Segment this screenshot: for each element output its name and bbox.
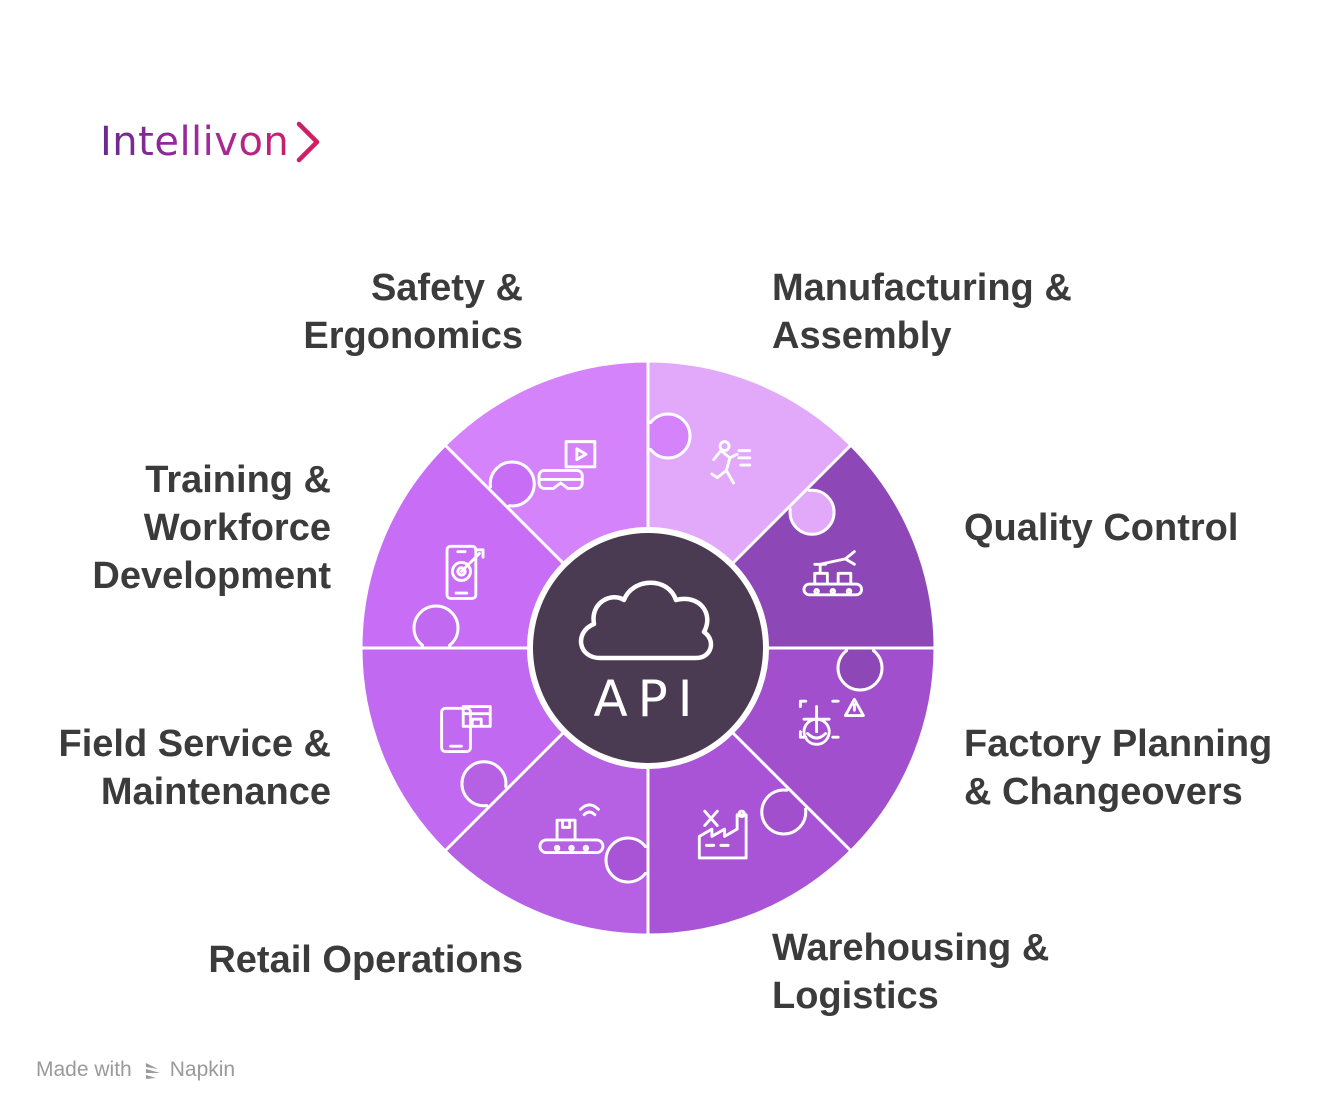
conveyor-package-icon [538,803,605,855]
footer-tool: Napkin [169,1058,236,1081]
center-hub: API [527,527,769,769]
robot-arm-assembly-icon [802,550,863,597]
puzzle-tab-neck [848,638,872,662]
label-factory: Factory Planning & Changeovers [964,723,1273,813]
label-retail: Retail Operations [208,939,523,981]
center-label: API [593,670,702,728]
label-safety: Safety & Ergonomics [303,267,523,357]
brand-logo: Intellivon [100,120,323,164]
label-field: Field Service & Maintenance [58,723,331,813]
napkin-logo-icon [145,1063,160,1079]
factory-icon [697,809,748,860]
footer-attribution: Made with Napkin [36,1058,235,1082]
brand-name: Intellivon [100,119,290,165]
mobile-store-icon [440,705,492,753]
label-manufacturing: Manufacturing & Assembly [772,267,1072,357]
puzzle-tab-neck [638,424,662,448]
label-quality: Quality Control [964,507,1239,549]
cloud-icon [578,580,714,661]
segment-divider [442,730,566,854]
vr-headset-video-icon [537,440,597,490]
segment-divider [730,730,854,854]
puzzle-tab-neck [634,848,658,872]
person-running-icon [710,440,752,485]
footer-made-with: Made with [36,1058,132,1081]
wheel-outline [359,359,937,937]
inspection-warning-icon [798,697,865,746]
mobile-target-icon [445,544,485,600]
puzzle-tab-neck [787,487,812,512]
puzzle-tab-neck [487,484,512,509]
label-training: Training & Workforce Development [92,459,331,597]
puzzle-tab-neck [784,787,809,812]
segment-divider [730,442,854,566]
puzzle-tab-neck [484,784,509,809]
label-warehouse: Warehousing & Logistics [772,927,1050,1017]
segment-divider [442,442,566,566]
puzzle-tab-neck [424,634,448,658]
chevron-right-icon [297,121,320,163]
